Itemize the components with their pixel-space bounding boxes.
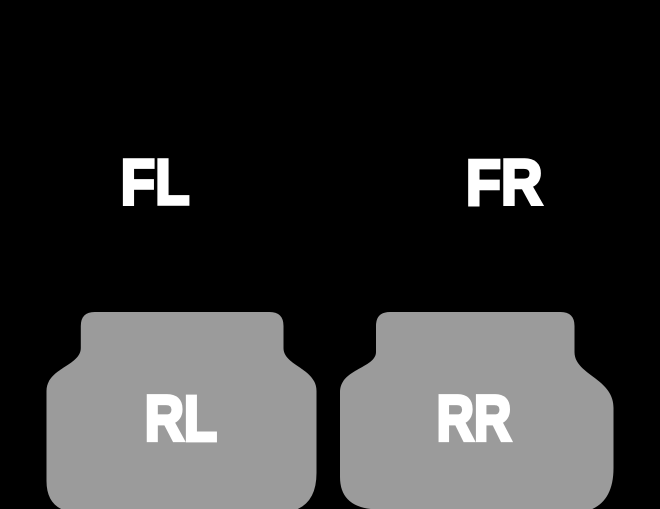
svg-text:RL: RL [145,382,217,454]
svg-text:RR: RR [437,383,512,455]
svg-text:FL: FL [121,146,190,218]
svg-text:FR: FR [466,147,543,219]
